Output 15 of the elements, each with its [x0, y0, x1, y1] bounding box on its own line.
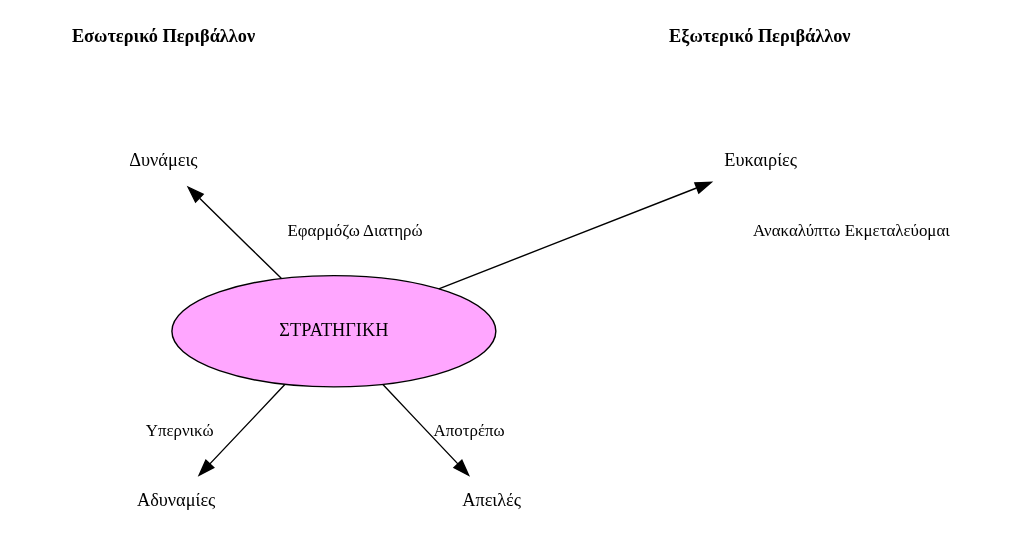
arrow	[197, 383, 286, 477]
label: Εσωτερικό Περιβάλλον	[71, 26, 256, 47]
edge-label: Εφαρμόζω Διατηρώ	[287, 220, 423, 240]
arrow	[186, 185, 282, 280]
edge-label: Αποτρέπω	[433, 420, 505, 440]
node-text: Ευκαιρίες	[724, 150, 798, 171]
arrow	[438, 181, 714, 290]
label: Εξωτερικό Περιβάλλον	[669, 26, 851, 47]
node-ellipse: ΣΤΡΑΤΗΓΙΚΗ	[171, 274, 497, 388]
node-text: Απειλές	[462, 489, 522, 510]
arrow	[382, 383, 471, 477]
node-text: Δυνάμεις	[129, 150, 198, 171]
edge-label: Υπερνικώ	[145, 420, 214, 440]
node-text: Αδυναμίες	[136, 489, 216, 510]
edge-label: Ανακαλύπτω Εκμεταλεύομαι	[753, 220, 950, 240]
